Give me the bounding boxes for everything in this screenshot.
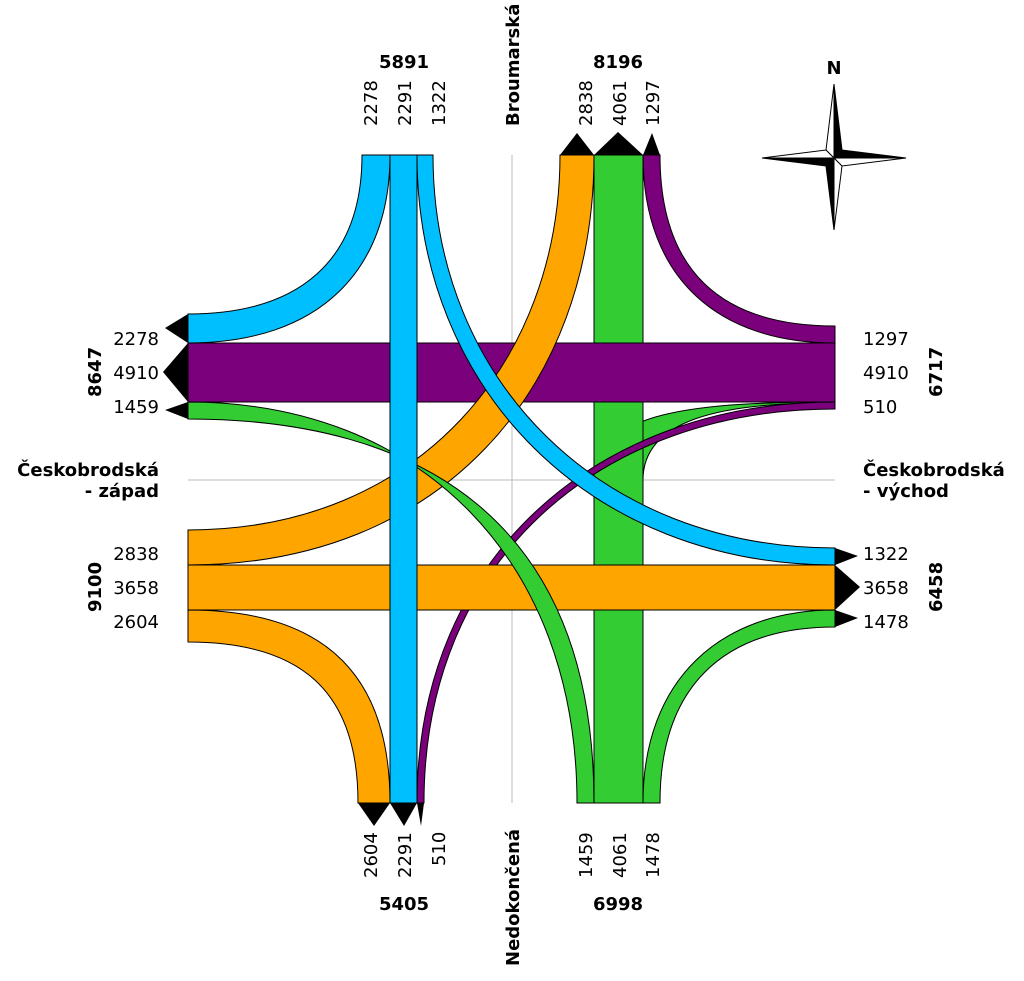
compass-east-top xyxy=(832,149,907,159)
street-names: Broumarská Nedokončená Českobrodská - zá… xyxy=(17,4,1005,966)
south-out-total: 5405 xyxy=(379,894,429,915)
blue-north-to-west-band xyxy=(187,154,391,344)
north-out-total: 8196 xyxy=(593,52,643,73)
east-out-orange: 3658 xyxy=(863,578,909,599)
west-out-green: 1459 xyxy=(113,397,159,418)
compass-south-left xyxy=(825,156,835,231)
arrow-west-blue xyxy=(165,314,188,343)
street-name-south: Nedokončená xyxy=(503,829,524,966)
south-out-blue: 2291 xyxy=(395,832,416,878)
arrow-south-purple xyxy=(417,803,424,826)
south-in-left: 1478 xyxy=(643,832,664,878)
arrow-north-green xyxy=(594,132,643,155)
south-in-straight: 4061 xyxy=(610,832,631,878)
west-in-left: 2838 xyxy=(113,544,159,565)
east-in-right: 1297 xyxy=(863,329,909,350)
north-labels: 5891 2278 2291 1322 8196 2838 4061 1297 xyxy=(361,52,664,126)
compass-rose: N xyxy=(761,58,907,231)
arrow-east-blue xyxy=(835,548,858,565)
south-in-right: 1459 xyxy=(576,832,597,878)
street-name-west-line2: - západ xyxy=(85,481,159,502)
west-in-straight: 3658 xyxy=(113,578,159,599)
west-out-blue: 2278 xyxy=(113,329,159,350)
south-out-orange: 2604 xyxy=(361,832,382,878)
east-out-blue: 1322 xyxy=(863,544,909,565)
east-out-green: 1478 xyxy=(863,612,909,633)
green-south-to-east-band xyxy=(642,609,836,804)
arrow-east-green xyxy=(835,610,858,627)
center-axes xyxy=(188,155,835,803)
west-in-total: 9100 xyxy=(85,562,106,612)
arrow-east-orange xyxy=(835,565,860,610)
east-in-total: 6717 xyxy=(926,347,947,397)
west-labels: 8647 2278 4910 1459 9100 2838 3658 2604 xyxy=(85,329,159,633)
north-in-total: 5891 xyxy=(379,52,429,73)
east-in-straight: 4910 xyxy=(863,363,909,384)
compass-south-right xyxy=(833,156,843,231)
west-in-right: 2604 xyxy=(113,612,159,633)
north-out-orange: 2838 xyxy=(576,80,597,126)
blue-north-to-south-band xyxy=(389,154,418,804)
north-out-purple: 1297 xyxy=(643,80,664,126)
east-in-left: 510 xyxy=(863,397,897,418)
street-name-north: Broumarská xyxy=(503,4,524,126)
compass-west-bottom xyxy=(761,157,836,167)
north-in-right: 1322 xyxy=(429,80,450,126)
north-out-green: 4061 xyxy=(610,80,631,126)
orange-west-to-south-band xyxy=(187,609,391,804)
north-in-straight: 2291 xyxy=(395,80,416,126)
street-name-east-line2: - východ xyxy=(863,481,949,502)
orange-west-to-east-band xyxy=(187,564,836,611)
arrow-south-orange xyxy=(358,803,390,826)
arrow-south-blue xyxy=(390,803,417,826)
arrowheads xyxy=(163,132,860,826)
street-name-west-line1: Českobrodská xyxy=(17,459,159,481)
flow-bands xyxy=(187,154,836,804)
east-labels: 6717 1297 4910 510 6458 1322 3658 1478 xyxy=(863,329,947,633)
west-out-total: 8647 xyxy=(85,347,106,397)
street-name-east-line1: Českobrodská xyxy=(863,459,1005,481)
north-in-left: 2278 xyxy=(361,80,382,126)
arrow-west-purple xyxy=(163,343,188,402)
east-out-total: 6458 xyxy=(926,562,947,612)
arrow-north-purple xyxy=(643,133,660,155)
west-out-purple: 4910 xyxy=(113,363,159,384)
compass-north-left xyxy=(825,83,835,160)
arrow-west-green xyxy=(165,402,188,419)
south-labels: 5405 2604 2291 510 6998 1459 4061 1478 xyxy=(361,832,664,915)
south-out-purple: 510 xyxy=(429,832,450,866)
compass-north-right xyxy=(833,83,843,160)
arrow-north-orange xyxy=(560,133,594,155)
green-south-to-north-band xyxy=(593,154,644,804)
purple-east-to-north-band xyxy=(642,154,836,344)
compass-west-top xyxy=(761,149,836,159)
compass-east-bottom xyxy=(832,157,907,167)
compass-north-label: N xyxy=(826,58,841,79)
south-in-total: 6998 xyxy=(593,894,643,915)
